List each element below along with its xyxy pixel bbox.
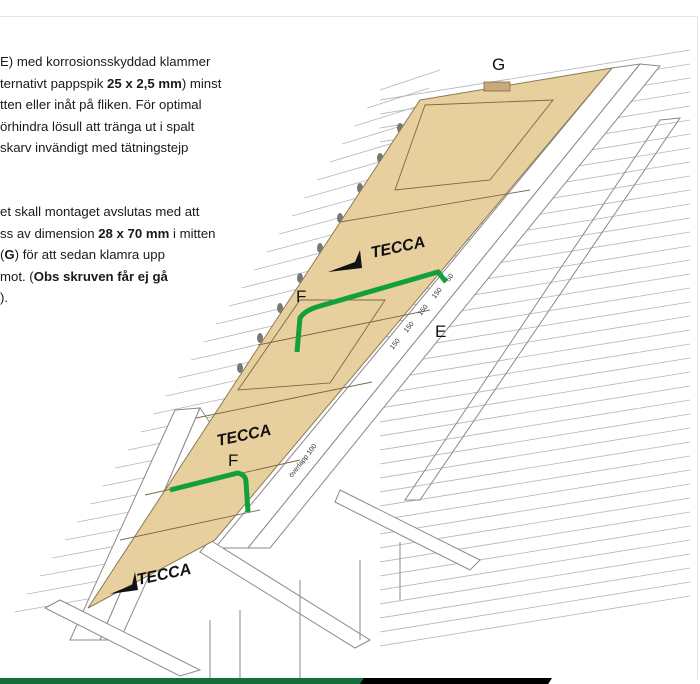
roof-line — [379, 567, 691, 619]
text-line: ). — [0, 287, 216, 309]
roof-line — [379, 385, 691, 437]
roof-line — [379, 511, 691, 563]
roof-line — [379, 483, 691, 535]
text-segment: ss av dimension — [0, 225, 99, 241]
nail — [277, 303, 283, 313]
label-f-upper: F — [296, 287, 306, 306]
roof-line — [379, 581, 691, 633]
roof-line — [379, 525, 691, 577]
text-line: et skall montaget avslutas med att — [0, 201, 216, 223]
text-line: skarv invändigt med tätningstejp — [0, 137, 221, 159]
tape-upper — [294, 269, 448, 353]
roof-line — [379, 441, 691, 493]
label-e: E — [435, 322, 446, 341]
roof-line — [266, 231, 343, 253]
text-line: ternativt pappspik 25 x 2,5 mm) minst — [0, 73, 221, 95]
roof-line — [379, 413, 691, 465]
roof-line — [379, 357, 691, 409]
instruction-paragraph-2: et skall montaget avslutas med att ss av … — [0, 201, 216, 309]
footer-bar-black — [360, 678, 552, 684]
roof-line — [379, 553, 691, 605]
roof-line — [304, 177, 376, 199]
roof-hatching — [14, 49, 691, 647]
roof-line — [379, 455, 691, 507]
measurement-label: 50 — [445, 273, 455, 284]
instruction-paragraph-1: E) med korrosionsskyddad klammer ternativ… — [0, 51, 221, 159]
label-g: G — [492, 55, 505, 74]
text-line: örhindra lösull att tränga ut i spalt — [0, 116, 221, 138]
roof-line — [316, 159, 387, 181]
text-segment: ( — [0, 247, 5, 262]
page-frame — [0, 16, 698, 679]
roof-line — [379, 469, 691, 521]
text-segment: i mitten — [169, 225, 216, 241]
text-segment: et skall montaget avslutas med att — [0, 204, 200, 219]
text-segment: skarv invändigt med tätningstejp — [0, 140, 189, 155]
roof-line — [329, 141, 397, 163]
text-segment: Obs skruven får ej gå — [33, 268, 168, 284]
roof-line — [379, 371, 691, 423]
label-f-lower: F — [228, 451, 238, 470]
nail — [257, 333, 263, 343]
roof-line — [379, 595, 691, 647]
roof-line — [291, 195, 365, 217]
text-segment: mot. ( — [0, 268, 34, 284]
nail — [237, 363, 243, 373]
roof-line — [379, 399, 691, 451]
roof-line — [379, 343, 691, 395]
roof-line — [253, 249, 333, 271]
text-segment: 25 x 2,5 mm — [107, 75, 182, 91]
roof-line — [379, 69, 441, 91]
text-segment: örhindra lösull att tränga ut i spalt — [0, 118, 195, 134]
text-line: tten eller inåt på fliken. För optimal — [0, 94, 221, 116]
roof-line — [379, 49, 691, 101]
text-line: E) med korrosionsskyddad klammer — [0, 51, 221, 73]
roof-line — [354, 105, 419, 127]
text-line: (G) för att sedan klamra upp — [0, 244, 216, 266]
text-segment: tten eller inåt på fliken. För optimal — [0, 97, 202, 112]
roof-line — [379, 329, 691, 381]
roof-line — [379, 427, 691, 479]
text-segment: E) med korrosionsskyddad klammer — [0, 54, 211, 69]
tape-lower — [169, 470, 251, 513]
text-segment: 28 x 70 mm — [98, 225, 170, 241]
roof-line — [379, 315, 691, 367]
insulation-board — [87, 67, 614, 609]
text-segment: ) minst — [181, 75, 222, 91]
text-segment: ternativt pappspik — [0, 75, 108, 91]
text-segment: ). — [0, 290, 9, 305]
roof-line — [367, 87, 430, 109]
text-segment: G — [4, 247, 15, 262]
roof-line — [379, 539, 691, 591]
batten-g — [483, 81, 511, 92]
text-line: mot. (Obs skruven får ej gå — [0, 266, 216, 288]
footer-bar-green — [0, 678, 364, 684]
text-line: ss av dimension 28 x 70 mm i mitten — [0, 223, 216, 245]
text-segment: ) för att sedan klamra upp — [14, 247, 165, 262]
roof-line — [342, 123, 408, 145]
